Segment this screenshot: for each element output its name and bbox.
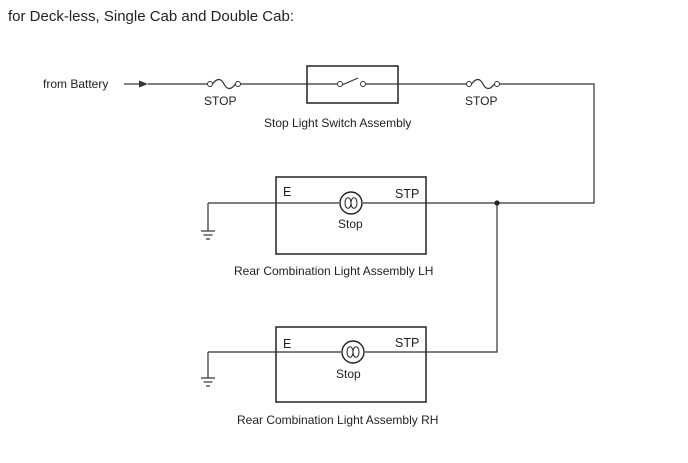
ground-icon <box>201 352 215 387</box>
ground-icon <box>201 203 215 240</box>
bulb-icon <box>341 340 365 364</box>
rh-assembly-label: Rear Combination Light Assembly RH <box>237 413 438 427</box>
rh-ground-pin: E <box>283 337 291 351</box>
fuse-stop-right <box>466 78 500 90</box>
fuse-left-label: STOP <box>204 94 236 108</box>
lh-bulb-label: Stop <box>338 217 363 231</box>
fuse-right-label: STOP <box>465 94 497 108</box>
bulb-icon <box>339 191 363 215</box>
fuse-stop-left <box>207 78 241 90</box>
page-header: for Deck-less, Single Cab and Double Cab… <box>8 8 294 25</box>
rh-signal-pin: STP <box>395 336 419 350</box>
rh-bulb-label: Stop <box>336 367 361 381</box>
switch-label: Stop Light Switch Assembly <box>264 116 411 130</box>
wire-branch-rh <box>426 203 498 353</box>
lh-ground-pin: E <box>283 185 291 199</box>
lh-signal-pin: STP <box>395 187 419 201</box>
rear-light-lh <box>208 176 427 255</box>
wire-to-lamps <box>426 83 595 204</box>
lh-assembly-label: Rear Combination Light Assembly LH <box>234 264 433 278</box>
stop-light-switch <box>306 65 399 104</box>
rear-light-rh <box>208 326 427 403</box>
battery-arrow <box>124 80 148 88</box>
from-battery-label: from Battery <box>43 77 108 91</box>
